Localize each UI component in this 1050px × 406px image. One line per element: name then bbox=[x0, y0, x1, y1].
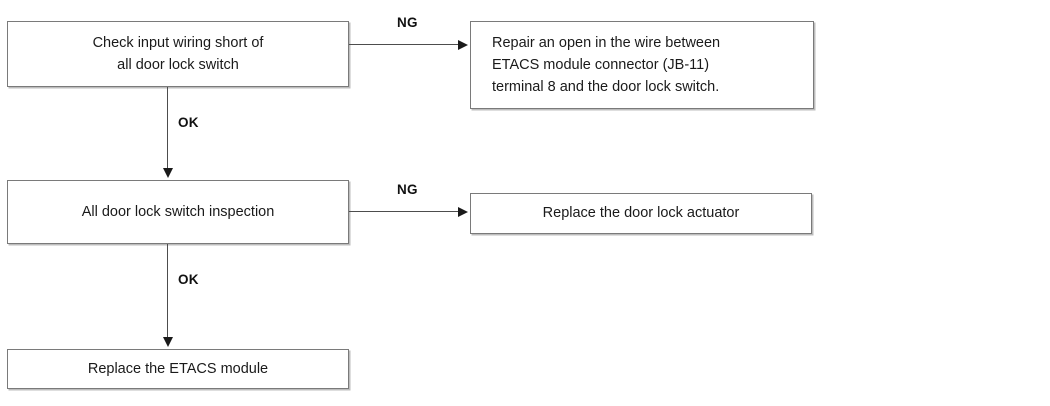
arrowhead-down-icon bbox=[162, 168, 173, 178]
connector-ok-check-input-to-inspection bbox=[167, 87, 169, 170]
node-check-input-wiring: Check input wiring short of all door loc… bbox=[7, 21, 349, 87]
arrowhead-right-icon bbox=[458, 206, 468, 217]
arrowhead-down-icon bbox=[162, 337, 173, 347]
node-replace-etacs-module-label: Replace the ETACS module bbox=[87, 360, 269, 377]
node-all-door-lock-switch-inspection-label: All door lock switch inspection bbox=[81, 203, 275, 220]
node-replace-door-lock-actuator-label: Replace the door lock actuator bbox=[542, 205, 740, 222]
node-repair-open-wire: Repair an open in the wire between ETACS… bbox=[470, 21, 814, 109]
edge-label-ng-1: NG bbox=[397, 15, 418, 30]
node-replace-etacs-module: Replace the ETACS module bbox=[7, 349, 349, 389]
arrowhead-right-icon bbox=[458, 39, 468, 50]
edge-label-ng-2: NG bbox=[397, 182, 418, 197]
connector-ng-check-input-to-repair bbox=[349, 44, 461, 46]
connector-ng-inspection-to-replace-actuator bbox=[349, 211, 461, 213]
edge-label-ok-1: OK bbox=[178, 115, 199, 130]
node-repair-open-wire-label: Repair an open in the wire between ETACS… bbox=[492, 34, 721, 96]
edge-label-ok-2: OK bbox=[178, 272, 199, 287]
node-check-input-wiring-label: Check input wiring short of all door loc… bbox=[92, 34, 264, 73]
node-replace-door-lock-actuator: Replace the door lock actuator bbox=[470, 193, 812, 234]
connector-ok-inspection-to-replace-etacs bbox=[167, 244, 169, 339]
node-all-door-lock-switch-inspection: All door lock switch inspection bbox=[7, 180, 349, 244]
